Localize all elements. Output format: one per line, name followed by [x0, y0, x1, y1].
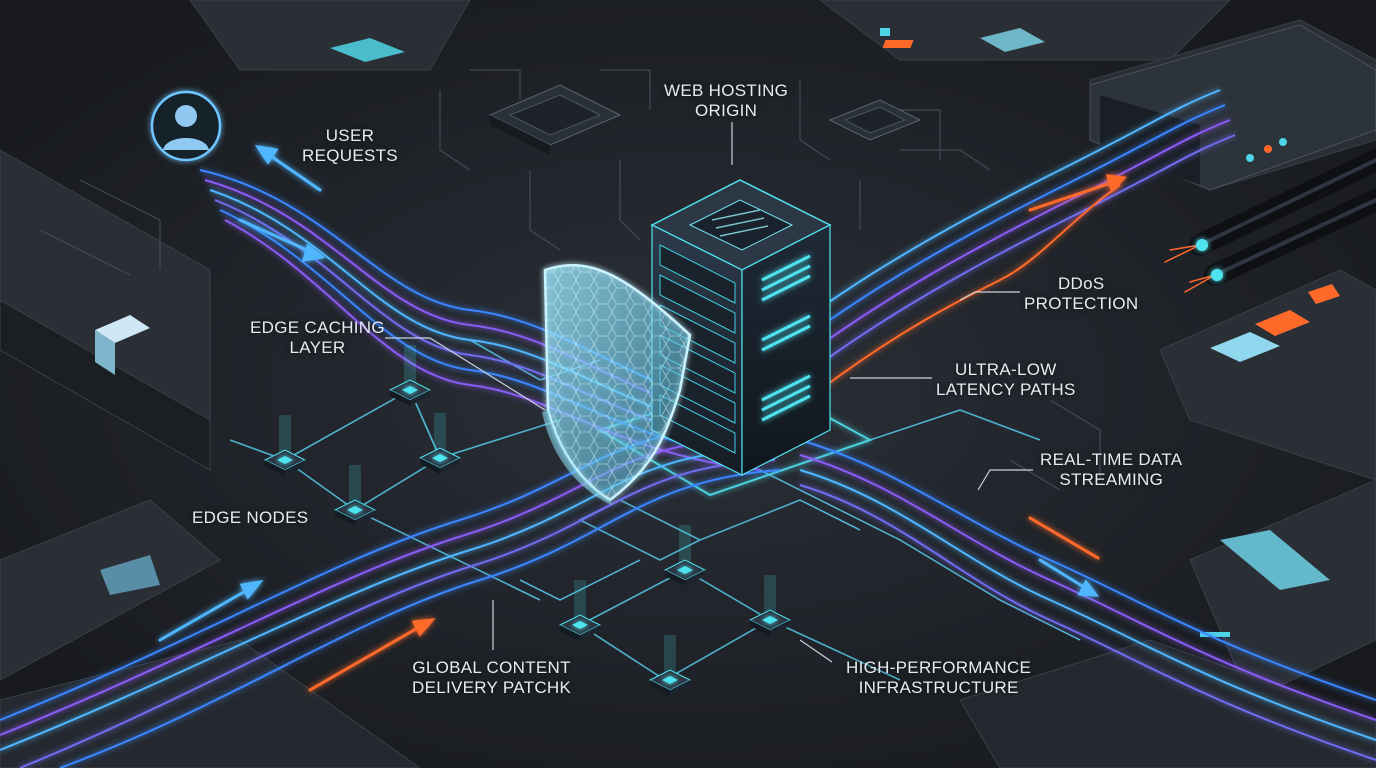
label-edge-caching-layer: EDGE CACHING LAYER — [250, 318, 385, 358]
latency-paths — [789, 89, 1236, 391]
label-global-content-delivery-line2: DELIVERY PATCHK — [412, 678, 572, 697]
label-ddos-protection: DDoS PROTECTION — [1024, 274, 1138, 314]
label-edge-nodes-line1: EDGE NODES — [192, 508, 309, 527]
label-user-requests-line2: REQUESTS — [302, 146, 398, 165]
label-user-requests-line1: USER — [325, 126, 375, 145]
edge-node-4 — [333, 465, 377, 526]
label-real-time-data-streaming: REAL-TIME DATA STREAMING — [1040, 450, 1182, 490]
label-high-performance-infrastructure-line1: HIGH-PERFORMANCE — [846, 658, 1032, 677]
edge-node-5 — [663, 525, 707, 586]
arrow-icon — [1028, 516, 1100, 560]
label-edge-nodes: EDGE NODES — [192, 508, 308, 528]
circuit-traces — [39, 69, 1101, 491]
user-avatar-icon — [150, 90, 222, 162]
server-vents — [761, 254, 811, 422]
arrow-icon — [308, 618, 436, 692]
label-ultra-low-latency-paths: ULTRA-LOW LATENCY PATHS — [936, 360, 1076, 400]
label-high-performance-infrastructure-line2: INFRASTRUCTURE — [858, 678, 1019, 697]
label-global-content-delivery-line1: GLOBAL CONTENT — [412, 658, 571, 677]
label-ultra-low-latency-paths-line1: ULTRA-LOW — [955, 360, 1057, 379]
label-ddos-protection-line2: PROTECTION — [1024, 294, 1139, 313]
edge-node-7 — [748, 575, 792, 636]
edge-node-6 — [558, 580, 602, 641]
label-ddos-protection-line1: DDoS — [1057, 274, 1105, 293]
flow-arrows — [158, 144, 1128, 692]
arrow-icon — [158, 579, 264, 642]
label-edge-caching-layer-line2: LAYER — [289, 338, 346, 357]
label-user-requests: USER REQUESTS — [302, 126, 398, 166]
circuit-chip-icon — [488, 84, 922, 155]
label-ultra-low-latency-paths-line2: LATENCY PATHS — [936, 380, 1076, 399]
arrow-icon — [1028, 174, 1128, 212]
arrow-icon — [238, 218, 326, 262]
security-shield-icon — [542, 263, 692, 505]
streaming-outbound — [799, 439, 1376, 761]
edge-node-1 — [388, 345, 432, 406]
accent-tiles — [95, 28, 1340, 637]
label-real-time-data-streaming-line1: REAL-TIME DATA — [1040, 450, 1183, 469]
label-leader-lines — [385, 122, 1033, 663]
label-edge-caching-layer-line1: EDGE CACHING — [250, 318, 385, 337]
label-web-hosting-origin-line1: WEB HOSTING — [664, 81, 789, 100]
edge-node-2 — [263, 415, 307, 476]
label-global-content-delivery: GLOBAL CONTENT DELIVERY PATCHK — [412, 658, 571, 698]
edge-node-8 — [648, 635, 692, 696]
label-real-time-data-streaming-line2: STREAMING — [1059, 470, 1164, 489]
label-web-hosting-origin: WEB HOSTING ORIGIN — [664, 81, 788, 121]
arrow-icon — [254, 144, 322, 192]
edge-node-3 — [418, 413, 462, 474]
edge-node-icon — [263, 345, 792, 696]
label-high-performance-infrastructure: HIGH-PERFORMANCE INFRASTRUCTURE — [846, 658, 1031, 698]
arrow-icon — [1038, 558, 1100, 597]
label-web-hosting-origin-line2: ORIGIN — [694, 101, 758, 120]
fiber-cable-icon — [1164, 149, 1376, 293]
